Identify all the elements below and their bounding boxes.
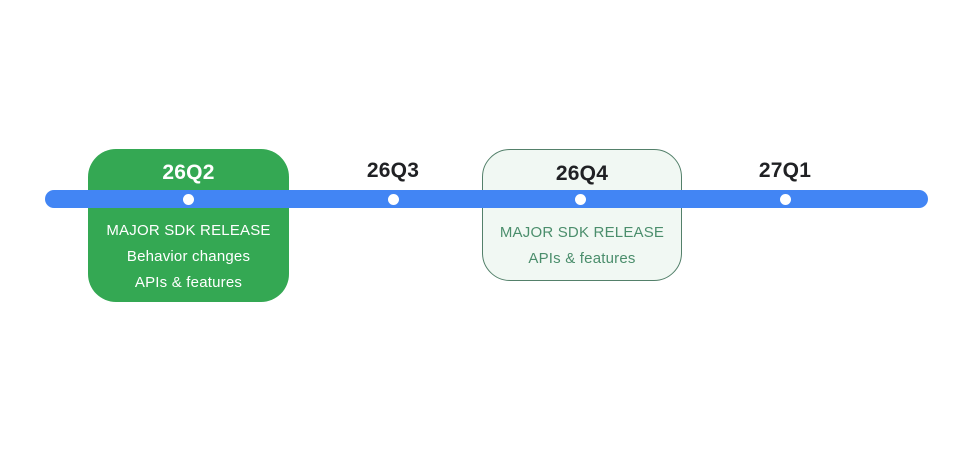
timeline-bar [45, 190, 928, 208]
milestone-label-27q1: 27Q1 [758, 159, 812, 182]
milestone-detail-apis-features: APIs & features [528, 250, 636, 267]
milestone-card-26q4: 26Q4 MAJOR SDK RELEASE APIs & features [482, 149, 682, 281]
milestone-title-26q2: 26Q2 [162, 161, 215, 184]
timeline-dot-26q4 [575, 194, 586, 205]
milestone-detail-behavior-changes: Behavior changes [126, 248, 251, 265]
milestone-detail-apis-features: APIs & features [134, 274, 243, 291]
milestone-label-26q3: 26Q3 [366, 159, 420, 182]
milestone-detail-major-sdk-release: MAJOR SDK RELEASE [106, 222, 271, 239]
timeline-dot-27q1 [780, 194, 791, 205]
milestone-detail-major-sdk-release: MAJOR SDK RELEASE [499, 224, 665, 241]
timeline-dot-26q2 [183, 194, 194, 205]
milestone-card-26q2: 26Q2 MAJOR SDK RELEASE Behavior changes … [88, 149, 289, 302]
timeline-dot-26q3 [388, 194, 399, 205]
milestone-title-26q4: 26Q4 [555, 162, 609, 185]
